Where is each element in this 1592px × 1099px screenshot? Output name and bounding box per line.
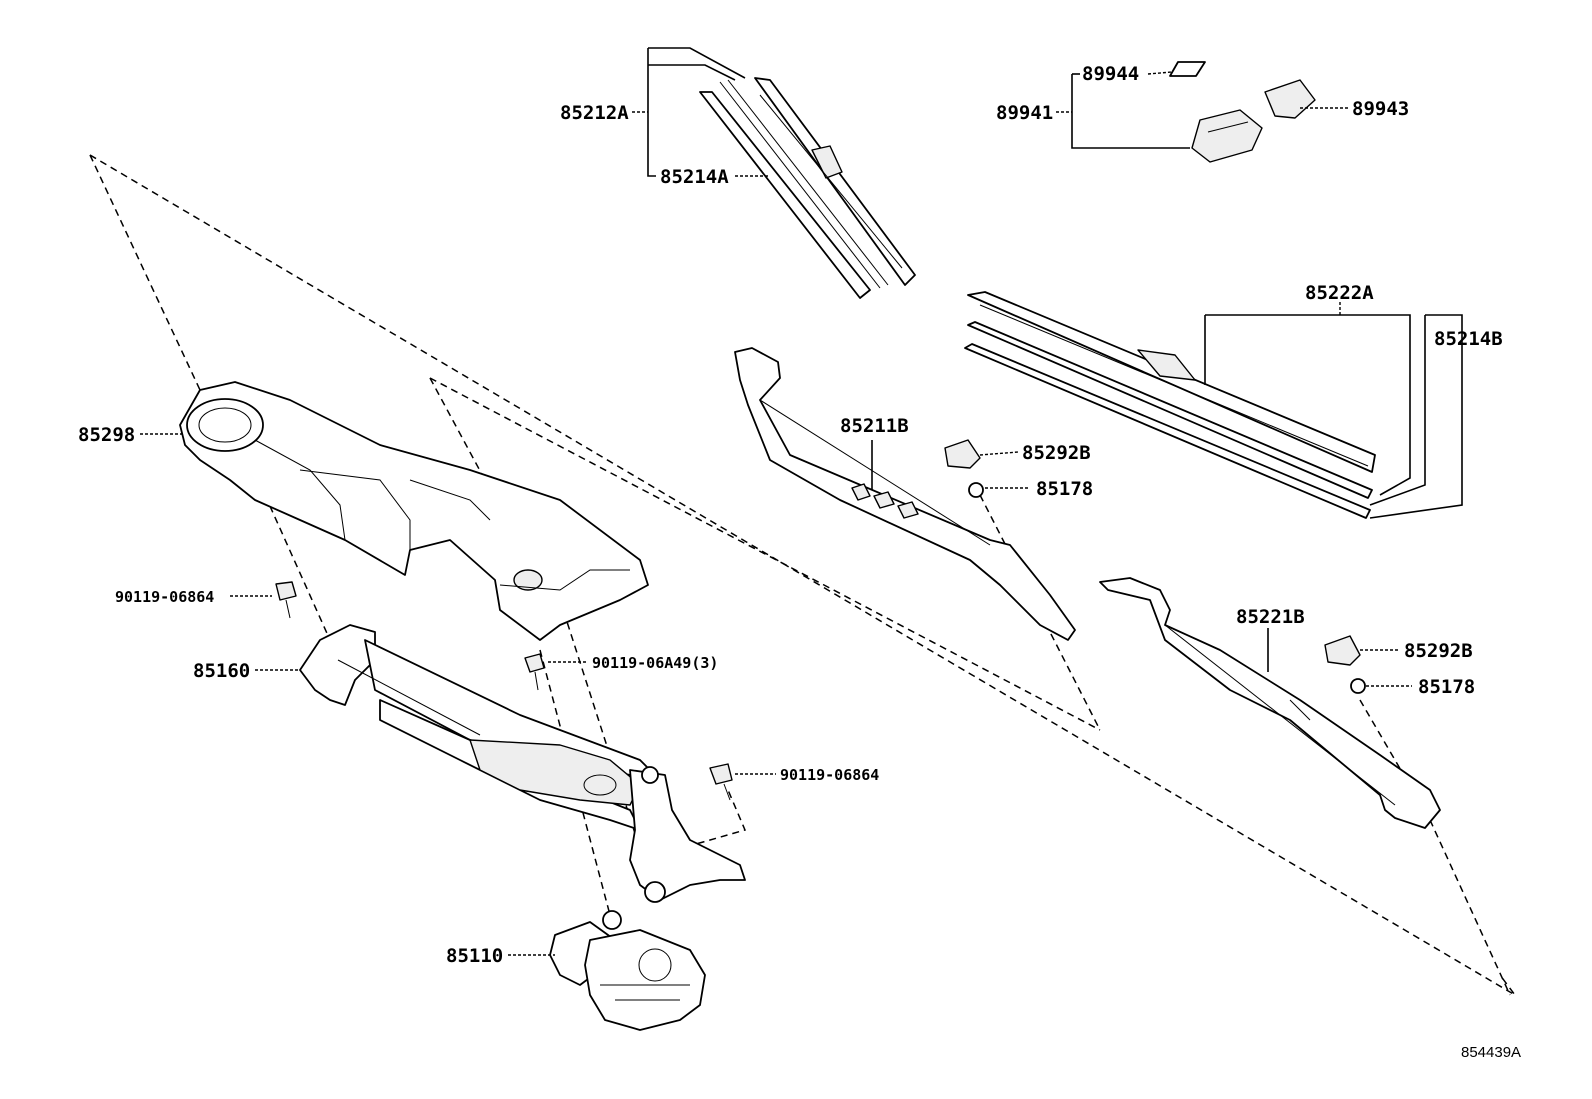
cowl-panel [179, 381, 649, 641]
callout-motor: 85110 [446, 945, 555, 967]
label-85178-rear: 85178 [1418, 676, 1475, 698]
label-85292B-rear: 85292B [1404, 640, 1473, 662]
label-90119-06A49: 90119-06A49(3) [592, 654, 718, 672]
passenger-wiper-arm [1099, 577, 1441, 829]
bolt-right: 90119-06864 [709, 763, 879, 801]
bolt-middle: 90119-06A49(3) [524, 653, 718, 691]
label-85292B-front: 85292B [1022, 442, 1091, 464]
label-85178-front: 85178 [1036, 478, 1093, 500]
cap-and-nut-rear: 85292B 85178 [1324, 635, 1475, 698]
label-85212A: 85212A [560, 102, 629, 124]
label-89941: 89941 [996, 102, 1053, 124]
callout-blade-rear: 85222A 85214B [1204, 282, 1503, 519]
label-85211B: 85211B [840, 415, 909, 437]
assembly-dashed-lines [89, 154, 1516, 996]
callout-link: 85160 [193, 660, 300, 682]
label-90119-06864-right: 90119-06864 [780, 766, 879, 784]
rain-sensor [1169, 61, 1316, 163]
diagram-reference-code: 854439A [1461, 1044, 1521, 1061]
label-85221B: 85221B [1236, 606, 1305, 628]
front-wiper-blade [699, 77, 916, 299]
callout-arm-front: 85211B [840, 415, 909, 490]
callout-blade-front: 85212A 85214A [560, 47, 770, 188]
wiper-link-assembly [299, 624, 746, 903]
label-85214B: 85214B [1434, 328, 1503, 350]
label-85222A: 85222A [1305, 282, 1374, 304]
wiper-motor [549, 910, 706, 1031]
label-89943: 89943 [1352, 98, 1409, 120]
passenger-wiper-blade [964, 291, 1376, 519]
bolt-left: 90119-06864 [115, 581, 297, 619]
callout-sensor: 89944 89941 89943 [996, 63, 1409, 149]
cap-and-nut-front: 85292B 85178 [944, 439, 1093, 500]
label-89944: 89944 [1082, 63, 1139, 85]
front-wiper-arm [734, 347, 1076, 641]
label-85110: 85110 [446, 945, 503, 967]
callout-arm-rear: 85221B [1236, 606, 1305, 672]
callout-cowl: 85298 [78, 424, 185, 446]
label-90119-06864-left: 90119-06864 [115, 588, 214, 606]
label-85160: 85160 [193, 660, 250, 682]
label-85214A: 85214A [660, 166, 729, 188]
label-85298: 85298 [78, 424, 135, 446]
